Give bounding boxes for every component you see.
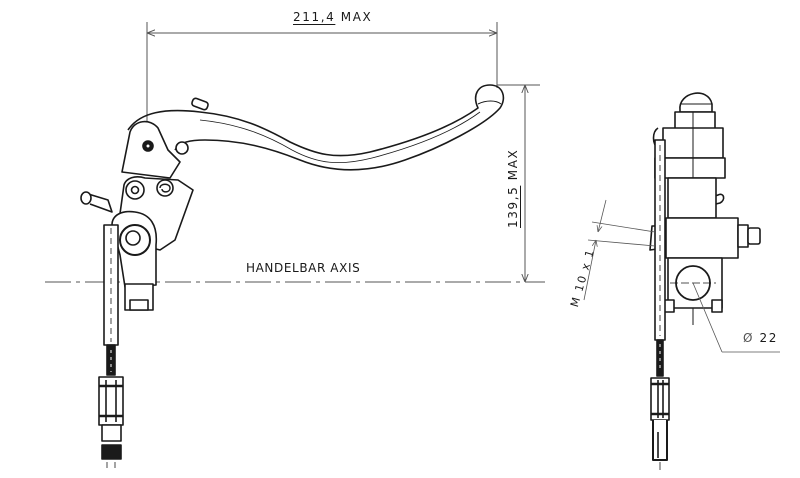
length-dimension bbox=[146, 22, 498, 125]
front-view bbox=[649, 92, 761, 470]
lever-blade bbox=[127, 84, 505, 171]
overall-height-suffix: MAX bbox=[506, 148, 520, 181]
diameter-symbol: Ø bbox=[743, 331, 755, 345]
overall-length-label: 211,4 MAX bbox=[293, 10, 372, 24]
bar-diameter-label: Ø 22 bbox=[743, 331, 778, 345]
diameter-callout bbox=[692, 282, 780, 353]
side-view bbox=[80, 84, 505, 468]
handlebar-axis-label: HANDELBAR AXIS bbox=[246, 261, 361, 275]
thread-callout bbox=[583, 199, 656, 301]
diameter-value: 22 bbox=[759, 331, 778, 345]
overall-height-value: 139,5 bbox=[506, 185, 520, 228]
overall-length-value: 211,4 bbox=[293, 10, 336, 24]
overall-length-suffix: MAX bbox=[340, 10, 373, 24]
height-dimension bbox=[497, 84, 540, 282]
overall-height-label: 139,5 MAX bbox=[506, 149, 520, 228]
